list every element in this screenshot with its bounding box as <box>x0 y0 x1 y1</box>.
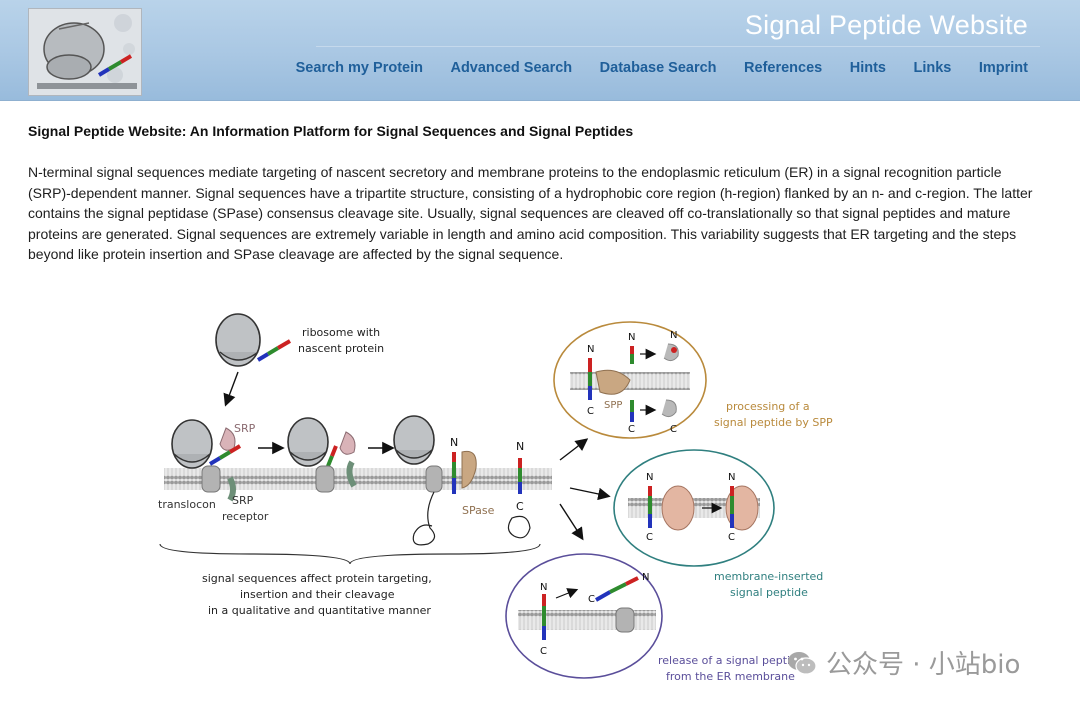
n-terminus-label-2: N <box>516 440 524 453</box>
spp-c-label-3: C <box>670 424 677 435</box>
ribosome-icon <box>215 313 292 367</box>
summary-line2: insertion and their cleavage <box>240 588 395 601</box>
spp-c-label-2: C <box>628 424 635 435</box>
nav-database-search[interactable]: Database Search <box>599 60 717 76</box>
inserted-n-label-1: N <box>646 472 653 483</box>
arrow-down <box>223 371 239 407</box>
page-heading: Signal Peptide Website: An Information P… <box>28 123 634 139</box>
c-terminus-label-1: C <box>516 500 524 513</box>
spp-n-label-2: N <box>628 332 635 343</box>
spp-caption-line1: processing of a <box>726 400 810 413</box>
release-n-label-2: N <box>642 572 649 583</box>
translocon-label: translocon <box>158 498 216 511</box>
cleaved-signal-peptide <box>507 458 531 539</box>
srp-receptor-label-line2: receptor <box>222 510 269 523</box>
ribosome-srp-binding <box>171 419 242 502</box>
site-header: Signal Peptide Website Search my Protein… <box>0 0 1080 101</box>
main-nav: Search my Protein Advanced Search Databa… <box>268 60 1028 76</box>
spp-processing-panel <box>553 321 707 439</box>
nav-imprint[interactable]: Imprint <box>978 60 1028 76</box>
srp-label: SRP <box>234 422 256 435</box>
release-caption-line2: from the ER membrane <box>666 670 795 683</box>
spase-label: SPase <box>462 504 495 517</box>
ribosome-translocation <box>393 415 477 546</box>
release-caption-line1: release of a signal peptide <box>658 654 804 667</box>
ribosome-label-line1: ribosome with <box>302 326 380 339</box>
spp-n-label-1: N <box>587 344 594 355</box>
inserted-c-label-1: C <box>646 532 653 543</box>
n-terminus-label-1: N <box>450 436 458 449</box>
nav-advanced-search[interactable]: Advanced Search <box>450 60 573 76</box>
nav-divider <box>316 46 1040 47</box>
nav-search-my-protein[interactable]: Search my Protein <box>295 60 423 76</box>
arrow-to-spp <box>559 438 589 461</box>
wechat-icon <box>788 651 817 675</box>
inserted-c-label-2: C <box>728 532 735 543</box>
release-n-label-1: N <box>540 582 547 593</box>
spp-c-label-1: C <box>587 406 594 417</box>
arrow-to-release <box>559 503 584 541</box>
nav-references[interactable]: References <box>744 60 823 76</box>
ribosome-logo-icon <box>29 9 141 95</box>
inserted-n-label-2: N <box>728 472 735 483</box>
arrow-to-inserted <box>569 487 611 501</box>
srp-receptor-label-line1: SRP <box>232 494 254 507</box>
ribosome-targeting <box>287 417 357 493</box>
membrane-inserted-panel <box>613 449 775 567</box>
site-logo[interactable] <box>28 8 142 96</box>
release-c-label-1: C <box>588 594 595 605</box>
watermark-text: 公众号 · 小站bio <box>826 650 1021 680</box>
nav-hints[interactable]: Hints <box>849 60 886 76</box>
spp-caption-line2: signal peptide by SPP <box>714 416 833 429</box>
er-membrane <box>164 468 552 490</box>
summary-line3: in a qualitative and quantitative manner <box>208 604 431 617</box>
release-c-label-2: C <box>540 646 547 657</box>
spp-label: SPP <box>604 400 622 411</box>
inserted-caption-line2: signal peptide <box>730 586 808 599</box>
nav-links[interactable]: Links <box>913 60 952 76</box>
ribosome-label-line2: nascent protein <box>298 342 384 355</box>
signal-peptide-pathway-diagram: ribosome with nascent protein SRP transl… <box>158 313 833 683</box>
wechat-watermark: 公众号 · 小站bio <box>786 644 1020 681</box>
summary-line1: signal sequences affect protein targetin… <box>202 572 432 585</box>
inserted-caption-line1: membrane-inserted <box>714 570 823 583</box>
site-title: Signal Peptide Website <box>744 10 1028 40</box>
intro-paragraph: N-terminal signal sequences mediate targ… <box>28 164 1033 263</box>
summary-brace <box>159 543 541 565</box>
signal-peptide-release-panel <box>505 553 663 679</box>
spp-n-label-3: N <box>670 330 677 341</box>
